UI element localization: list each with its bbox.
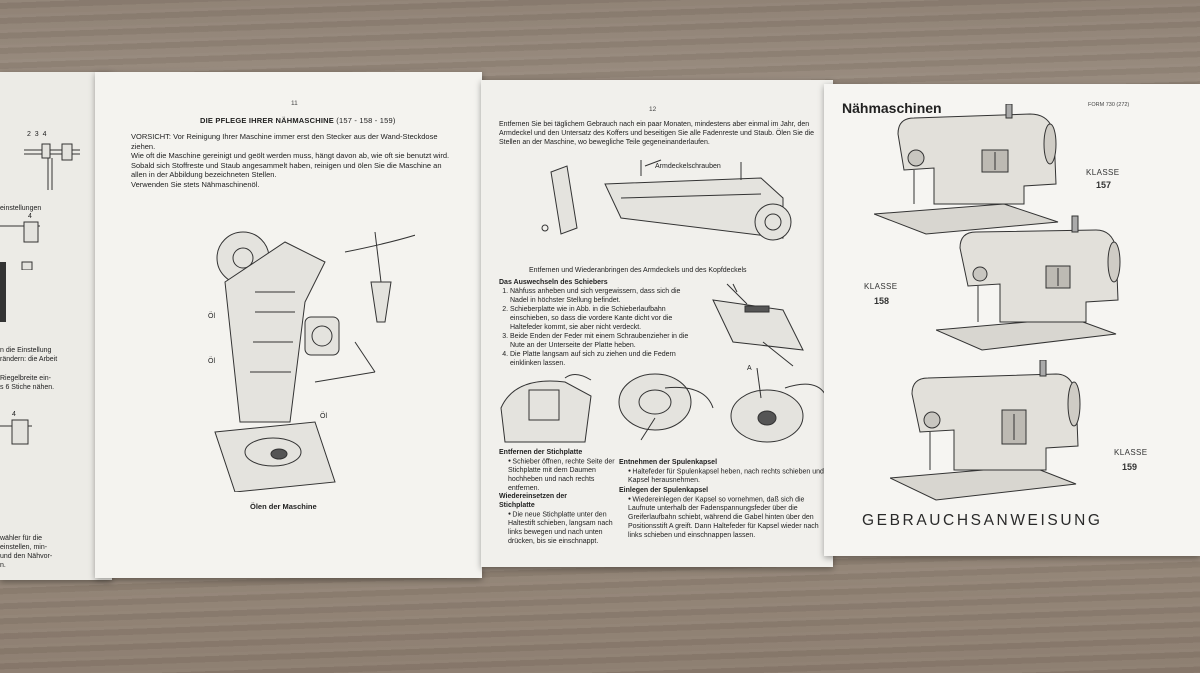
- kapsel-entnehmen-list: Haltefeder für Spulenkapsel heben, nach …: [619, 467, 824, 485]
- intro-text: Entfernen Sie bei täglichem Gebrauch nac…: [499, 121, 815, 146]
- care-instructions: VORSICHT: Vor Reinigung Ihrer Maschine i…: [131, 132, 457, 189]
- machine-157-illustration: [874, 104, 1059, 235]
- stitch-plate-diagrams: [500, 368, 825, 443]
- form-number: FORM 730 (272): [1088, 102, 1130, 108]
- screw-label: Armdeckelschrauben: [655, 163, 721, 170]
- dial-number-low: 4: [12, 411, 16, 418]
- cover-title: Nähmaschinen: [842, 100, 942, 116]
- step-item: Schieberplatte wie in Abb. in die Schieb…: [510, 305, 695, 332]
- cover-bottom-title: GEBRAUCHSANWEISUNG: [862, 512, 1103, 529]
- dial-number-mid: 4: [28, 213, 32, 220]
- machine-159-illustration: [890, 360, 1081, 501]
- page-number: 12: [649, 106, 657, 113]
- dial-low-icon: [0, 419, 32, 445]
- paragraph: Verwenden Sie stets Nähmaschinenöl.: [131, 179, 260, 189]
- kapsel-entnehmen-heading: Entnehmen der Spulenkapsel: [619, 459, 718, 466]
- marker-a: A: [747, 365, 752, 372]
- step-item: Beide Enden der Feder mit einem Schraube…: [510, 332, 695, 350]
- paragraph: VORSICHT: Vor Reinigung Ihrer Maschine i…: [131, 132, 438, 151]
- einstellungen-label: einstellungen: [0, 205, 42, 212]
- list-item: Die neue Stichplatte unter den Haltestif…: [508, 510, 620, 546]
- model-label: KLASSE: [1086, 168, 1120, 177]
- list-item: Wiedereinlegen der Kapsel so vornehmen, …: [628, 495, 828, 540]
- left-text-b: Riegelbreite ein-s 6 Stiche nähen.: [0, 375, 55, 391]
- model-number: 158: [874, 296, 890, 306]
- model-label: KLASSE: [864, 282, 898, 291]
- oil-label: Öl: [320, 413, 327, 420]
- schieber-heading: Das Auswechseln des Schiebers: [499, 279, 608, 286]
- stich-einsetzen-heading: Wiedereinsetzen der Stichplatte: [499, 493, 568, 509]
- step-item: Nähfuss anheben und sich vergewissern, d…: [510, 287, 695, 305]
- arm-cover-diagram: [541, 159, 792, 241]
- oil-label: Öl: [208, 313, 215, 320]
- dial-diagram: [21, 143, 80, 270]
- page-12: 12 Entfernen Sie bei täglichem Gebrauch …: [481, 80, 833, 567]
- model-label: KLASSE: [1114, 448, 1148, 457]
- schieber-steps: Nähfuss anheben und sich vergewissern, d…: [499, 287, 695, 368]
- stich-einsetzen-list: Die neue Stichplatte unter den Haltestif…: [499, 510, 620, 546]
- machine-158-illustration: [936, 215, 1121, 351]
- cover-page: Nähmaschinen FORM 730 (272) KLASSE 157 K…: [824, 84, 1200, 556]
- step-item: Die Platte langsam auf sich zu ziehen un…: [510, 350, 695, 368]
- oil-label: Öl: [208, 358, 215, 365]
- figure-caption: Ölen der Maschine: [250, 502, 317, 511]
- kapsel-einlegen-list: Wiedereinlegen der Kapsel so vornehmen, …: [619, 495, 828, 540]
- model-number: 157: [1096, 180, 1112, 190]
- oiling-diagram: [214, 231, 415, 492]
- schieber-diagram: [712, 283, 804, 367]
- page-number: 11: [291, 100, 298, 107]
- paragraph: Sobald sich Stoffreste und Staub angesam…: [131, 160, 442, 180]
- dial-bar: [0, 262, 6, 322]
- stich-entfernen-heading: Entfernen der Stichplatte: [499, 449, 583, 456]
- page-heading: DIE PFLEGE IHRER NÄHMASCHINE (157 - 158 …: [200, 116, 396, 125]
- kapsel-einlegen-heading: Einlegen der Spulenkapsel: [619, 487, 709, 494]
- list-item: Schieber öffnen, rechte Seite der Stichp…: [508, 457, 618, 493]
- paragraph: Wie oft die Maschine gereinigt und geölt…: [131, 151, 450, 160]
- dial-numbers-top: 2 3 4: [27, 131, 47, 138]
- model-number: 159: [1122, 462, 1138, 472]
- dial-mid-icon: [0, 221, 40, 243]
- stich-entfernen-list: Schieber öffnen, rechte Seite der Stichp…: [499, 457, 618, 493]
- page-11: 11 DIE PFLEGE IHRER NÄHMASCHINE (157 - 1…: [95, 72, 482, 578]
- arm-cover-caption: Entfernen und Wiederanbringen des Armdec…: [529, 267, 747, 274]
- list-item: Haltefeder für Spulenkapsel heben, nach …: [628, 467, 824, 485]
